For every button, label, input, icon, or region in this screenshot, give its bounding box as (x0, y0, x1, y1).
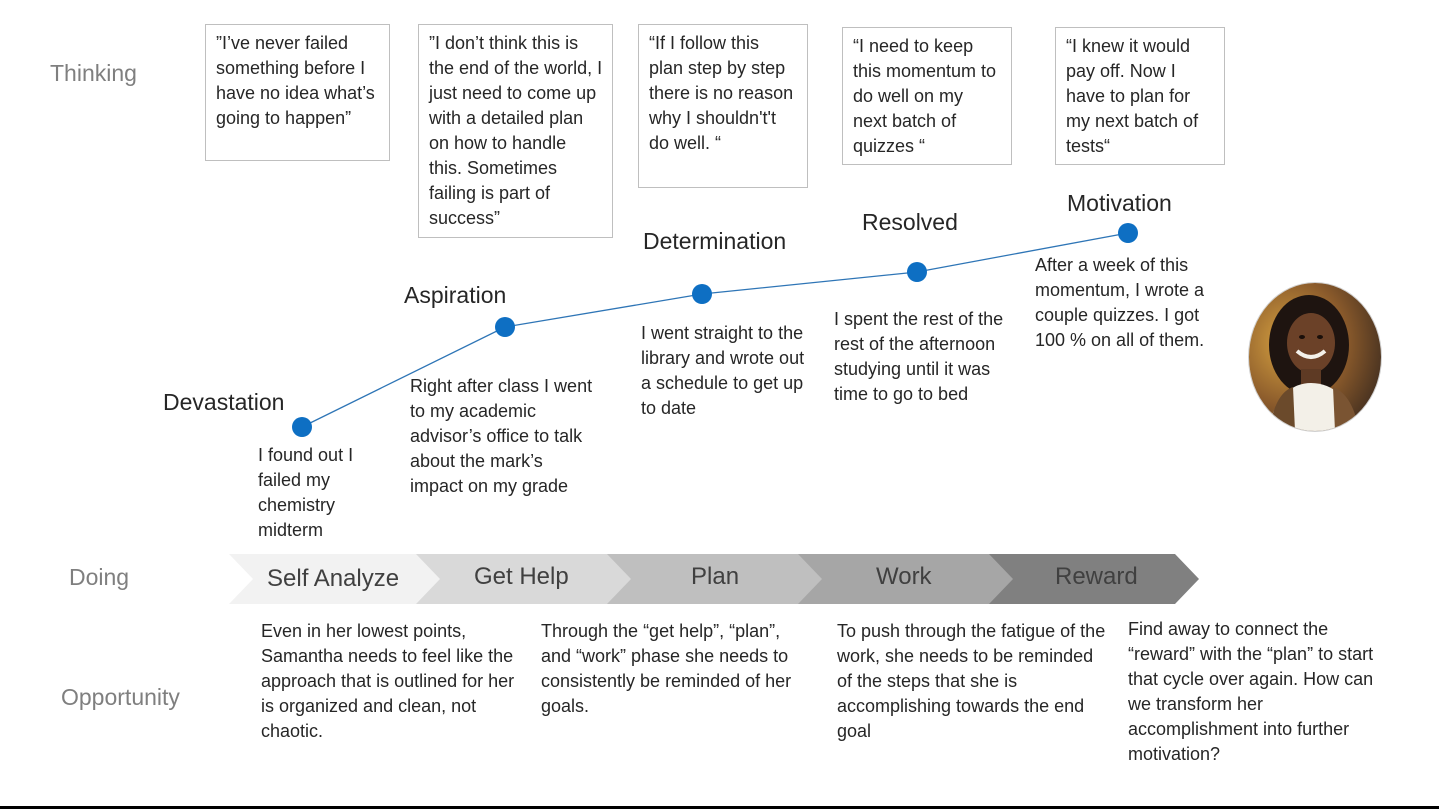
row-label-thinking: Thinking (50, 60, 137, 86)
emotion-description-2: Right after class I went to my academic … (410, 376, 593, 496)
opportunity-text-4: Find away to connect the “reward” with t… (1128, 619, 1374, 764)
doing-step-plan: Plan (691, 563, 740, 590)
emotion-label-motivation: Motivation (1067, 190, 1172, 216)
emotion-label-resolved: Resolved (862, 209, 958, 235)
journey-point-resolved (907, 262, 927, 282)
row-label-doing: Doing (69, 564, 130, 590)
chevron-work (798, 554, 1019, 604)
doing-step-self-analyze: Self Analyze (267, 565, 400, 592)
emotion-label-devastation: Devastation (163, 389, 285, 415)
emotion-description-5: After a week of this momentum, I wrote a… (1035, 255, 1205, 350)
journey-point-determination (692, 284, 712, 304)
doing-step-get-help: Get Help (474, 563, 569, 590)
opportunity-text-1: Even in her lowest points, Samantha need… (261, 621, 515, 741)
chevron-self-analyze (229, 554, 446, 604)
slide-bottom-border (0, 806, 1439, 809)
thought-box-1: ”I’ve never failed something before I ha… (205, 24, 390, 161)
thought-box-2: ”I don’t think this is the end of the wo… (418, 24, 613, 238)
emotion-description-4: I spent the rest of the rest of the afte… (834, 309, 1004, 404)
thought-box-4: “I need to keep this momentum to do well… (842, 27, 1012, 165)
journey-point-aspiration (495, 317, 515, 337)
opportunity-text-2: Through the “get help”, “plan”, and “wor… (541, 621, 792, 716)
chevron-get-help (416, 554, 637, 604)
doing-step-work: Work (876, 563, 932, 590)
thought-box-3: “If I follow this plan step by step ther… (638, 24, 808, 188)
opportunity-text-3: To push through the fatigue of the work,… (837, 621, 1106, 741)
emotion-label-aspiration: Aspiration (404, 282, 507, 308)
row-label-opportunity: Opportunity (61, 684, 180, 710)
emotion-description-3: I went straight to the library and wrote… (641, 323, 805, 418)
emotion-description-1: I found out I failed my chemistry midter… (258, 445, 354, 540)
emotion-label-determination: Determination (643, 228, 787, 254)
chevron-plan (607, 554, 828, 604)
chevron-reward (989, 554, 1199, 604)
doing-step-reward: Reward (1055, 563, 1138, 590)
journey-point-devastation (292, 417, 312, 437)
thought-box-5: “I knew it would pay off. Now I have to … (1055, 27, 1225, 165)
journey-point-motivation (1118, 223, 1138, 243)
